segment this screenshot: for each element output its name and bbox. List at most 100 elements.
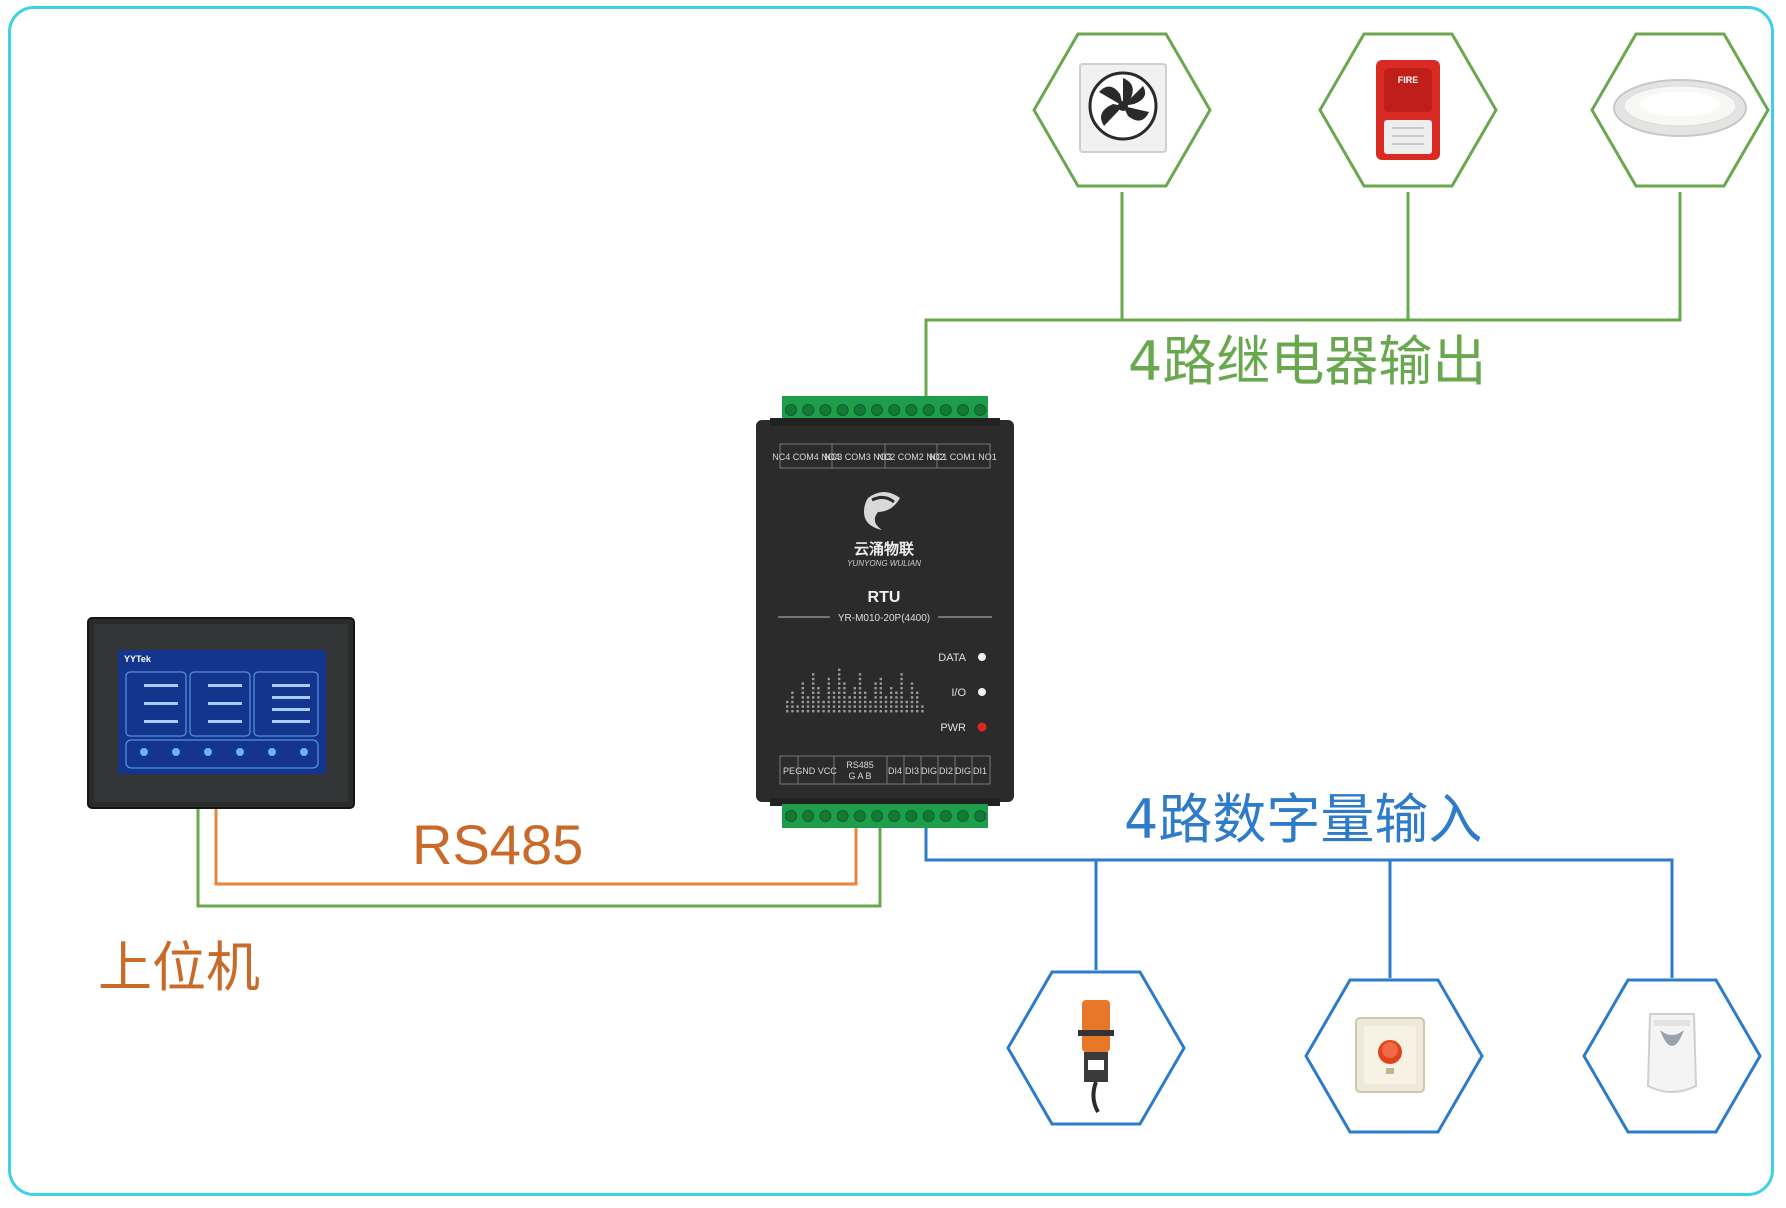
terminal-screw bbox=[922, 810, 935, 822]
matrix-dot bbox=[843, 682, 846, 685]
terminal-screw bbox=[785, 404, 797, 416]
matrix-dot bbox=[806, 710, 810, 713]
terminal-screw bbox=[871, 404, 883, 416]
brand-name-en: YUNYONG WULIAN bbox=[847, 559, 921, 568]
matrix-dot bbox=[812, 677, 815, 681]
rtu-device: NC4 COM4 NO4 NC3 COM3 NO3 NC2 COM2 NO2 N… bbox=[756, 396, 1014, 828]
matrix-dot bbox=[864, 696, 867, 699]
matrix-dot bbox=[858, 677, 862, 681]
terminal-screw bbox=[836, 404, 849, 416]
matrix-dot bbox=[827, 705, 830, 708]
matrix-dot bbox=[900, 691, 903, 694]
matrix-dot bbox=[838, 687, 841, 690]
matrix-dot bbox=[786, 710, 789, 713]
matrix-dot bbox=[832, 710, 836, 713]
terminal-screw bbox=[819, 810, 832, 822]
matrix-dot bbox=[900, 673, 903, 676]
input-device-button bbox=[1304, 978, 1484, 1134]
matrix-dot bbox=[895, 700, 898, 704]
terminal-label-rs485: RS485 bbox=[846, 760, 874, 770]
matrix-dot bbox=[879, 710, 882, 713]
output-device-alarm: FIRE bbox=[1318, 32, 1498, 188]
matrix-dot bbox=[879, 696, 882, 699]
matrix-dot bbox=[853, 710, 856, 713]
input-device-pir bbox=[1582, 978, 1762, 1134]
terminal-screw bbox=[905, 404, 918, 416]
matrix-dot bbox=[801, 700, 804, 704]
rtu-body bbox=[756, 420, 1014, 802]
matrix-dot bbox=[864, 700, 867, 704]
matrix-dot bbox=[812, 682, 815, 685]
matrix-dot bbox=[806, 700, 810, 704]
matrix-dot bbox=[822, 705, 825, 708]
matrix-dot bbox=[900, 696, 903, 699]
matrix-dot bbox=[853, 687, 856, 690]
terminal-screw bbox=[871, 810, 883, 822]
matrix-dot bbox=[869, 700, 872, 704]
hmi-screen-rows bbox=[144, 684, 310, 723]
matrix-dot bbox=[910, 682, 914, 685]
matrix-dot bbox=[879, 700, 882, 704]
matrix-dot bbox=[884, 705, 888, 708]
matrix-dot bbox=[900, 687, 903, 690]
matrix-dot bbox=[827, 696, 830, 699]
matrix-dot bbox=[853, 696, 856, 699]
sensor-icon bbox=[1078, 1000, 1114, 1113]
matrix-dot bbox=[921, 705, 924, 708]
matrix-dot bbox=[869, 705, 872, 708]
matrix-dot bbox=[817, 687, 820, 690]
matrix-dot bbox=[874, 700, 877, 704]
matrix-dot bbox=[848, 710, 851, 713]
matrix-dot bbox=[890, 710, 893, 713]
matrix-dot bbox=[910, 687, 914, 690]
dot-matrix-decoration bbox=[786, 668, 924, 713]
matrix-dot bbox=[905, 700, 908, 704]
matrix-dot bbox=[921, 710, 924, 713]
matrix-dot bbox=[843, 691, 846, 694]
digital-input-label: 4路数字量输入 bbox=[1124, 788, 1482, 851]
matrix-dot bbox=[791, 700, 794, 704]
matrix-dot bbox=[812, 705, 815, 708]
rs485-wire-green bbox=[196, 808, 882, 908]
led-label-io: I/O bbox=[951, 687, 966, 699]
matrix-dot bbox=[786, 700, 789, 704]
matrix-dot bbox=[796, 710, 799, 713]
matrix-dot bbox=[843, 696, 846, 699]
matrix-dot bbox=[848, 696, 851, 699]
terminal-label-relay2: NC2 COM2 NO2 bbox=[877, 452, 945, 462]
terminal-screw bbox=[802, 404, 815, 416]
matrix-dot bbox=[796, 705, 799, 708]
matrix-dot bbox=[890, 696, 893, 699]
matrix-dot bbox=[874, 710, 877, 713]
matrix-dot bbox=[858, 710, 862, 713]
matrix-dot bbox=[817, 696, 820, 699]
terminal-label-di1: DI1 bbox=[973, 766, 987, 776]
matrix-dot bbox=[910, 691, 914, 694]
led-data bbox=[978, 653, 986, 661]
matrix-dot bbox=[838, 673, 841, 676]
matrix-dot bbox=[817, 705, 820, 708]
matrix-dot bbox=[858, 705, 862, 708]
matrix-dot bbox=[791, 705, 794, 708]
matrix-dot bbox=[890, 700, 893, 704]
matrix-dot bbox=[910, 700, 914, 704]
matrix-dot bbox=[910, 710, 914, 713]
brand-logo bbox=[864, 492, 900, 530]
fan-icon bbox=[1079, 63, 1167, 153]
matrix-dot bbox=[890, 687, 893, 690]
matrix-dot bbox=[812, 691, 815, 694]
matrix-dot bbox=[853, 691, 856, 694]
matrix-dot bbox=[827, 710, 830, 713]
hmi-screen-panels bbox=[125, 671, 319, 769]
matrix-dot bbox=[858, 700, 862, 704]
matrix-dot bbox=[843, 705, 846, 708]
matrix-dot bbox=[827, 691, 830, 694]
terminal-screw bbox=[853, 810, 866, 822]
matrix-dot bbox=[801, 682, 804, 685]
matrix-dot bbox=[858, 696, 862, 699]
matrix-dot bbox=[848, 700, 851, 704]
matrix-dot bbox=[879, 677, 882, 681]
device-model: YR-M010-20P(4400) bbox=[838, 613, 930, 624]
terminal-screw bbox=[819, 404, 832, 416]
